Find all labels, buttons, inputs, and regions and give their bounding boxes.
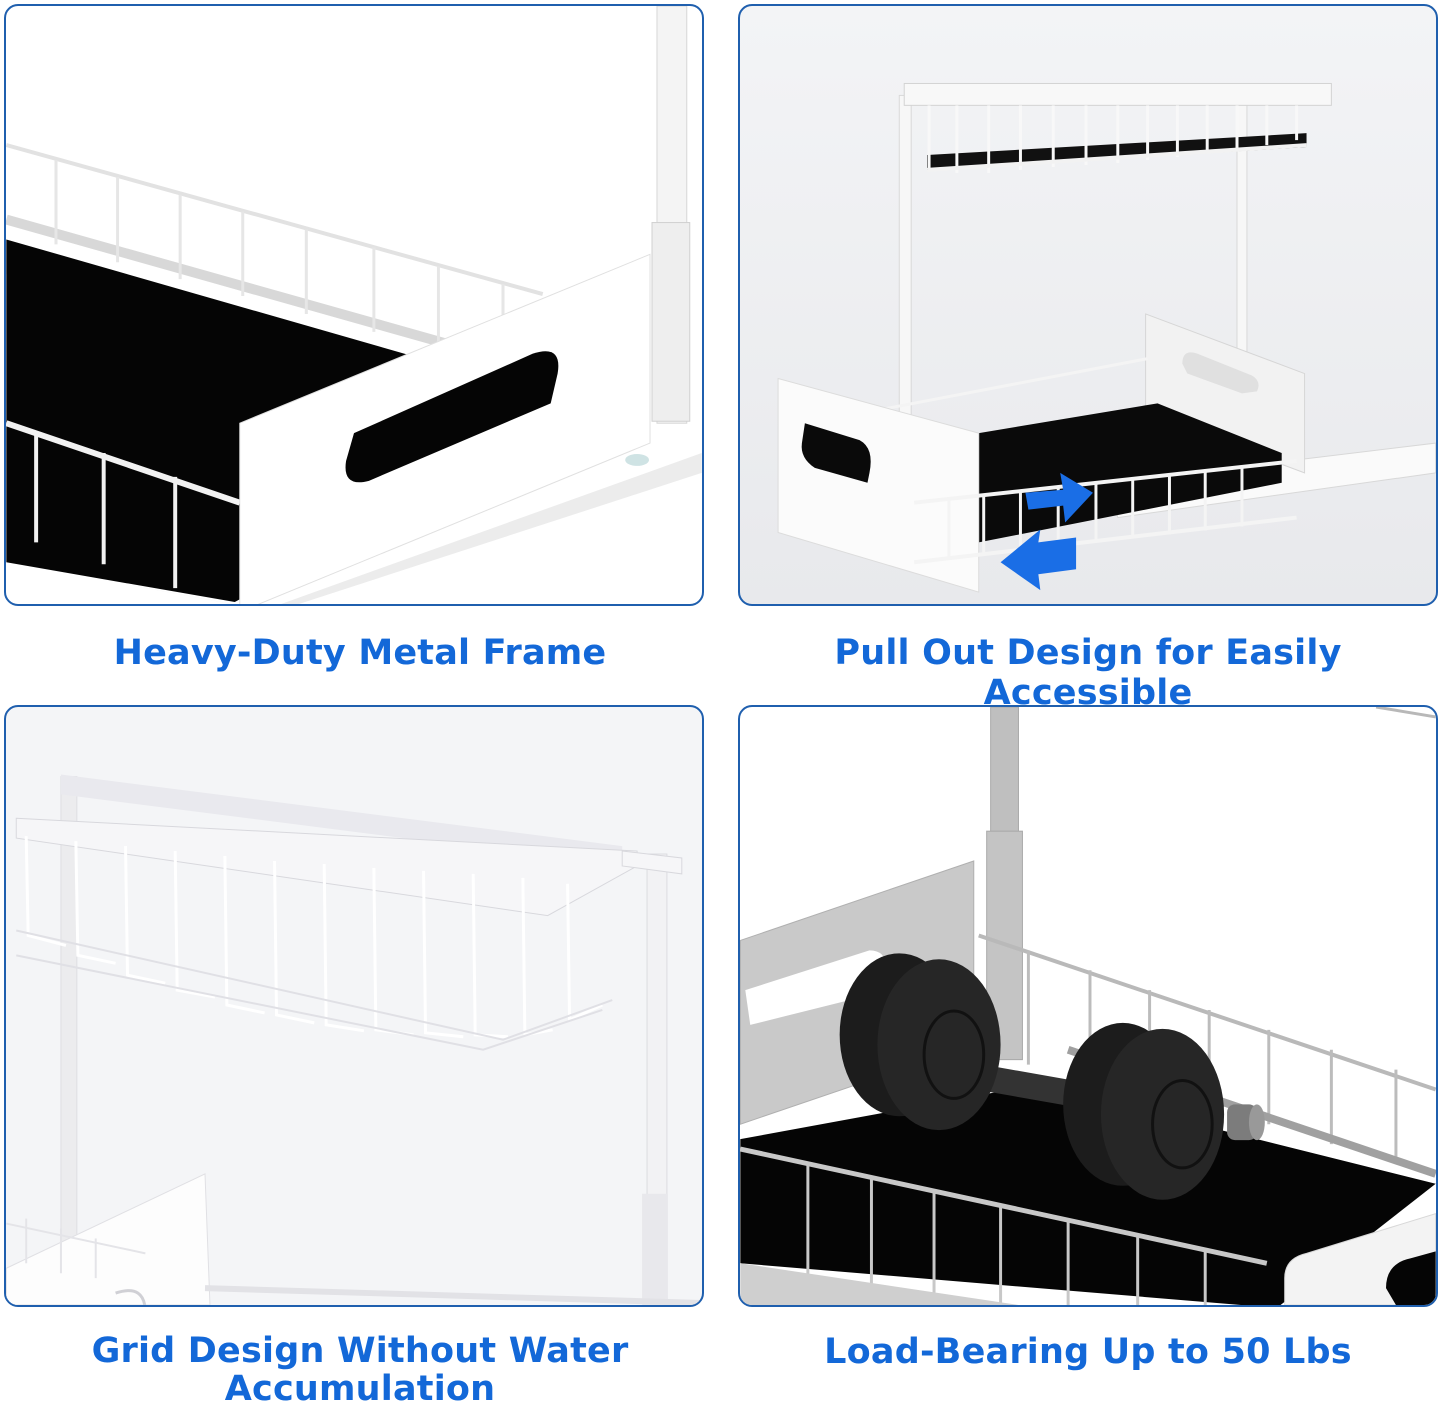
feature-image-pull-out-design — [738, 4, 1438, 606]
pull-out-organizer-illustration — [777, 82, 1436, 593]
feature-image-grid-design — [4, 705, 704, 1307]
feature-image-heavy-duty-frame — [4, 4, 704, 606]
feature-image-load-bearing — [738, 705, 1438, 1307]
caption-grid-design-line2: Accumulation — [224, 1369, 496, 1409]
caption-load-bearing: Load-Bearing Up to 50 Lbs — [824, 1332, 1352, 1372]
caption-grid-design-line1: Grid Design Without Water — [91, 1331, 629, 1371]
dumbbell-icon — [839, 953, 1265, 1200]
slide-arrows-icon — [1000, 472, 1093, 591]
caption-pull-out-design: Pull Out Design for Easily Accessible — [834, 633, 1342, 713]
caption-heavy-duty-frame: Heavy-Duty Metal Frame — [113, 633, 607, 673]
caption-grid-design: Grid Design Without Water Accumulation — [0, 1332, 720, 1408]
dumbbell-in-basket-illustration — [740, 707, 1436, 1305]
wire-basket-closeup-illustration — [6, 6, 702, 604]
grid-basket-illustration — [6, 774, 702, 1305]
